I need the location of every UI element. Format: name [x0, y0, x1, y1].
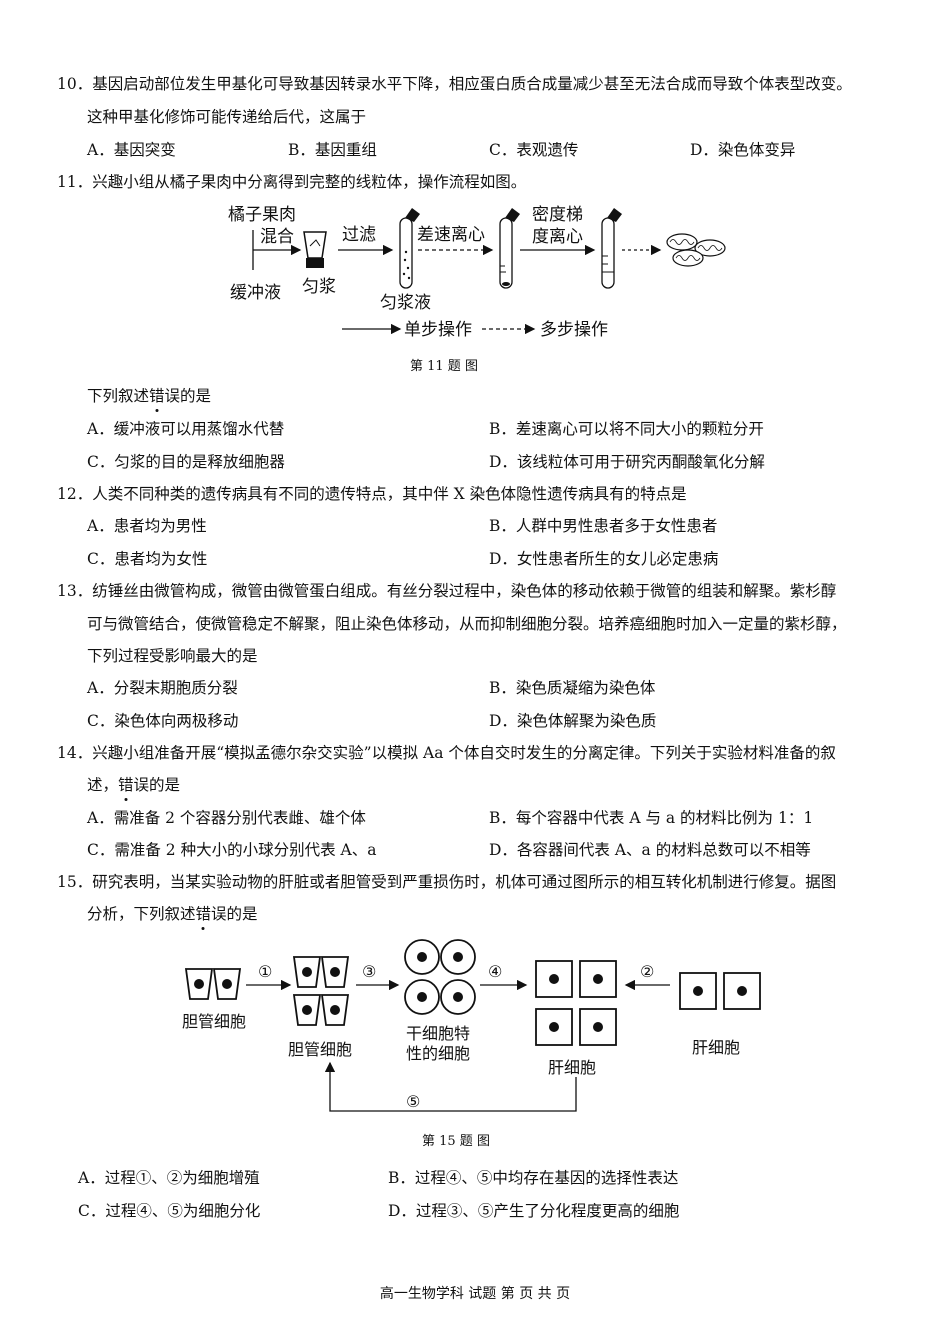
q15-option-a: A．过程①、②为细胞增殖: [78, 1169, 260, 1187]
fig11-mix-label: 混合: [260, 227, 294, 247]
test-tube-icon: [601, 208, 622, 289]
q14-option-d: D．各容器间代表 A、a 的材料总数可以不相等: [489, 841, 811, 859]
q12-option-b: B．人群中男性患者多于女性患者: [489, 517, 718, 535]
liver-cells-icon: [535, 960, 617, 1046]
fig11-diff-centrifuge-label: 差速离心: [417, 225, 485, 245]
q11-option-d: D．该线粒体可用于研究丙酮酸氧化分解: [489, 453, 765, 471]
fig11-homogenize-label: 匀浆: [302, 277, 336, 297]
fig15-liver1-label: 肝细胞: [548, 1058, 596, 1077]
fig11-legend-single: 单步操作: [404, 320, 472, 340]
q11-stem: 11．兴趣小组从橘子果肉中分离得到完整的线粒体，操作流程如图。: [57, 173, 527, 191]
q14-option-a: A．需准备 2 个容器分别代表雌、雄个体: [87, 809, 366, 827]
q10-stem-line2: 这种甲基化修饰可能传递给后代，这属于: [87, 108, 367, 126]
q11-ask: 下列叙述错误的是: [87, 387, 212, 405]
q10-option-a: A．基因突变: [87, 141, 176, 159]
q11-caption: 第 11 题 图: [410, 359, 478, 374]
fig15-process5: ⑤: [406, 1092, 420, 1111]
fig15-stem1-label: 干细胞特: [406, 1024, 470, 1043]
q10-stem-line1: 10．基因启动部位发生甲基化可导致基因转录水平下降，相应蛋白质合成量减少甚至无法…: [57, 75, 852, 93]
fig15-bile2-label: 胆管细胞: [288, 1040, 352, 1059]
q11-figure: 橘子果肉 混合 缓冲液 匀浆 过滤 匀浆液 差速离心 密度梯 度离心: [228, 205, 726, 340]
fig11-filter-label: 过滤: [342, 225, 376, 245]
bile-duct-cells-icon: [184, 968, 242, 1000]
q15-option-d: D．过程③、⑤产生了分化程度更高的细胞: [388, 1202, 680, 1220]
q14-stem-line2: 述，错误的是: [87, 776, 181, 794]
fig15-process3: ③: [362, 962, 376, 981]
q11-option-b: B．差速离心可以将不同大小的颗粒分开: [489, 420, 764, 438]
fig11-fruit-label: 橘子果肉: [228, 205, 296, 225]
fig11-buffer-label: 缓冲液: [230, 283, 281, 303]
blender-icon: [303, 231, 327, 268]
q11-option-a: A．缓冲液可以用蒸馏水代替: [87, 420, 285, 438]
q13-option-c: C．染色体向两极移动: [87, 712, 239, 730]
q13-option-d: D．染色体解聚为染色质: [489, 712, 657, 730]
fig11-homogenate-label: 匀浆液: [380, 293, 431, 313]
q15-stem-line1: 15．研究表明，当某实验动物的肝脏或者胆管受到严重损伤时，机体可通过图所示的相互…: [57, 873, 837, 891]
q12-stem: 12．人类不同种类的遗传病具有不同的遗传特点，其中伴 X 染色体隐性遗传病具有的…: [57, 485, 687, 503]
fig15-stem2-label: 性的细胞: [406, 1044, 470, 1063]
fig15-process2: ②: [640, 962, 654, 981]
q14-option-b: B．每个容器中代表 A 与 a 的材料比例为 1：1: [489, 809, 814, 827]
q12-option-c: C．患者均为女性: [87, 550, 208, 568]
fig15-process4: ④: [488, 962, 502, 981]
q12-option-a: A．患者均为男性: [87, 517, 207, 535]
fig11-legend-multi: 多步操作: [540, 320, 608, 340]
q10-option-b: B．基因重组: [288, 141, 377, 159]
q10-option-d: D．染色体变异: [690, 141, 796, 159]
q13-stem-line3: 下列过程受影响最大的是: [87, 647, 258, 665]
q13-option-a: A．分裂末期胞质分裂: [87, 679, 238, 697]
q10-option-c: C．表观遗传: [489, 141, 579, 159]
test-tube-icon: [399, 208, 420, 289]
q14-stem-line1: 14．兴趣小组准备开展“模拟孟德尔杂交实验”以模拟 Aa 个体自交时发生的分离定…: [57, 744, 836, 762]
liver-cells-icon: [679, 972, 761, 1010]
stem-cells-icon: [404, 939, 476, 1015]
fig15-liver2-label: 肝细胞: [692, 1038, 740, 1057]
q15-option-b: B．过程④、⑤中均存在基因的选择性表达: [388, 1169, 679, 1187]
page-footer: 高一生物学科 试题 第 页 共 页: [379, 1286, 571, 1302]
q15-caption: 第 15 题 图: [422, 1134, 490, 1149]
mitochondria-icon: [666, 233, 726, 267]
q14-option-c: C．需准备 2 种大小的小球分别代表 A、a: [87, 841, 377, 859]
q13-option-b: B．染色质凝缩为染色体: [489, 679, 656, 697]
q15-option-c: C．过程④、⑤为细胞分化: [78, 1202, 261, 1220]
fig15-bile1-label: 胆管细胞: [182, 1012, 246, 1031]
q13-stem-line2: 可与微管结合，使微管稳定不解聚，阻止染色体移动，从而抑制细胞分裂。培养癌细胞时加…: [87, 615, 847, 633]
q15-figure: 胆管细胞 ① 胆管细胞 ③ 干细胞特 性的细胞 ④ 肝细胞 ② 肝细胞: [182, 939, 761, 1112]
test-tube-icon: [499, 208, 520, 289]
fig15-process1: ①: [258, 962, 272, 981]
q11-option-c: C．匀浆的目的是释放细胞器: [87, 453, 285, 471]
q12-option-d: D．女性患者所生的女儿必定患病: [489, 550, 719, 568]
fig11-density2-label: 度离心: [532, 227, 583, 247]
bile-duct-cells-icon: [292, 956, 350, 1026]
q15-stem-line2: 分析，下列叙述错误的是: [87, 905, 258, 923]
fig11-density1-label: 密度梯: [532, 205, 583, 225]
q13-stem-line1: 13．纺锤丝由微管构成，微管由微管蛋白组成。有丝分裂过程中，染色体的移动依赖于微…: [57, 582, 837, 600]
